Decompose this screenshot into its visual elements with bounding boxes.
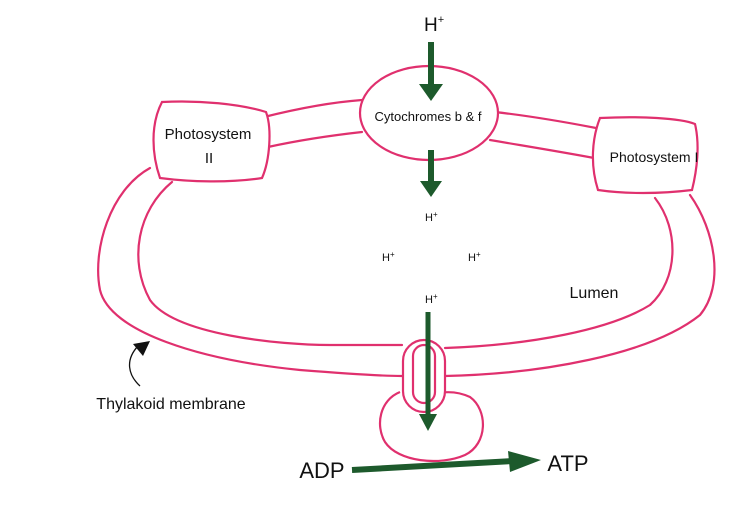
arrow-cytochromes-to-lumen-head	[420, 181, 442, 197]
arrow-adp-to-atp-head	[508, 451, 541, 472]
atp-synthase-channel-inner	[411, 343, 437, 405]
h-lumen-label-2: H+	[382, 250, 395, 264]
atp-synthase-head	[378, 390, 484, 463]
h-lumen-label-3: H+	[468, 250, 481, 264]
membrane-top-right-inner	[488, 138, 596, 160]
adp-label: ADP	[299, 458, 344, 483]
membrane-top-right-outer	[493, 110, 598, 130]
membrane-inner-left	[137, 180, 404, 347]
h-lumen-label-4: H+	[425, 292, 438, 306]
atp-label: ATP	[547, 451, 588, 476]
arrow-through-atp-synthase-head	[419, 414, 437, 431]
photosystem-ii-box	[152, 100, 271, 183]
thylakoid-membrane-label: Thylakoid membrane	[96, 396, 246, 413]
thylakoid-pointer-curve	[128, 345, 141, 387]
thylakoid-pointer-head	[133, 341, 150, 356]
arrow-h-into-cytochromes-head	[419, 84, 443, 101]
cytochromes-label: Cytochromes b & f	[375, 109, 482, 124]
membrane-top-left-outer	[262, 98, 364, 119]
h-lumen-label-1: H+	[425, 210, 438, 224]
h-top-label: H+	[424, 14, 444, 36]
membrane-outer-left	[97, 166, 404, 378]
photosystem-ii-label-line2: II	[205, 150, 213, 167]
photosystem-i-label: Photosystem I	[610, 149, 699, 165]
lumen-label: Lumen	[570, 285, 619, 302]
photosystem-i-box	[591, 116, 699, 195]
arrow-adp-to-atp-shaft	[351, 458, 514, 473]
membrane-top-left-inner	[266, 130, 364, 149]
membrane-inner-right	[443, 196, 674, 350]
membrane-outer-right	[443, 193, 716, 378]
photosystem-ii-label-line1: Photosystem	[165, 126, 252, 143]
